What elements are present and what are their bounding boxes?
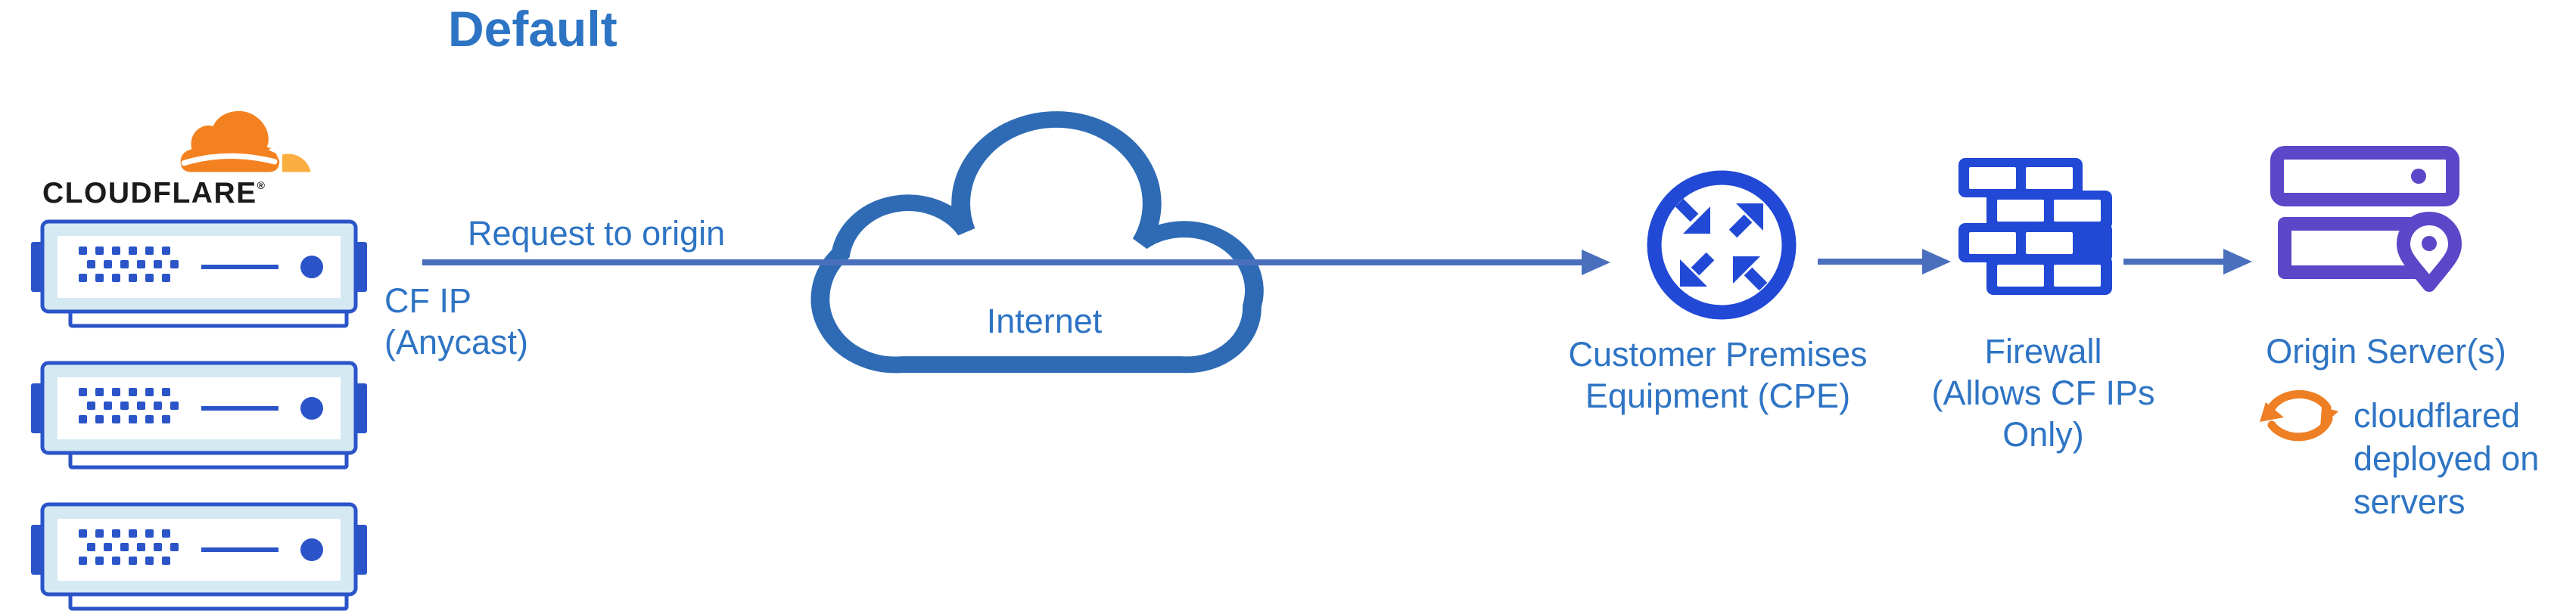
firewall-origin-line (2123, 259, 2223, 265)
registered-mark: ® (257, 179, 266, 191)
cpe-label-line2: Equipment (CPE) (1585, 377, 1851, 415)
cpe-label-line1: Customer Premises (1568, 335, 1868, 374)
firewall-icon (1958, 158, 2112, 295)
origin-server-icon (2270, 146, 2462, 292)
cloudflare-wordmark: CLOUDFLARE® (42, 177, 266, 210)
cf-ip-line2: (Anycast) (384, 323, 529, 361)
firewall-label: Firewall (Allows CF IPs Only) (1892, 330, 2195, 455)
cpe-firewall-arrowhead-icon (1922, 249, 1951, 274)
cloudflared-note-line3: servers (2354, 482, 2466, 521)
cpe-router-icon (1647, 170, 1797, 320)
cpe-label: Customer Premises Equipment (CPE) (1551, 333, 1884, 417)
request-to-origin-label: Request to origin (468, 214, 726, 253)
firewall-label-line1: Firewall (1984, 332, 2102, 371)
cf-ip-anycast-label: CF IP (Anycast) (384, 280, 528, 363)
origin-server-label: Origin Server(s) (2266, 332, 2506, 371)
firewall-origin-arrowhead-icon (2223, 249, 2252, 274)
firewall-label-line2: (Allows CF IPs Only) (1931, 374, 2155, 454)
internet-label: Internet (986, 302, 1103, 340)
cf-ip-line1: CF IP (384, 281, 472, 320)
cloudflared-sync-icon (2260, 389, 2338, 442)
wordmark-text: CLOUDFLARE (42, 177, 257, 209)
cloudflared-note-line1: cloudflared (2354, 396, 2521, 435)
cloudflared-note-line2: deployed on (2354, 439, 2540, 478)
cloudflare-logo-icon (180, 110, 311, 172)
cpe-firewall-line (1818, 259, 1922, 265)
request-flow-line (422, 259, 1582, 265)
diagram-title: Default (448, 1, 618, 57)
cloudflared-note: cloudflared deployed on servers (2354, 394, 2539, 523)
request-arrowhead-icon (1582, 250, 1610, 275)
